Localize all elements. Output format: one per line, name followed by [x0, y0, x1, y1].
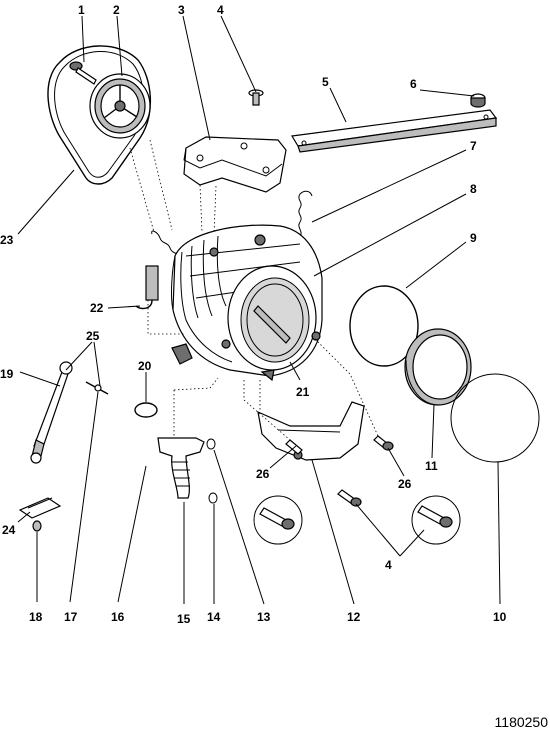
callout-14: 14	[207, 610, 221, 624]
diagram-reference-code: 1180250	[494, 714, 548, 730]
callout-18: 18	[29, 610, 43, 624]
rubber-bumper	[470, 93, 486, 108]
drive-belt	[47, 45, 151, 185]
callout-4-bottom: 4	[385, 558, 392, 572]
callout-1: 1	[78, 3, 85, 17]
callout-23: 23	[0, 233, 14, 247]
nut	[32, 520, 42, 532]
callout-2: 2	[113, 3, 120, 17]
callout-labels: 1 2 3 4 5 6 7 8 9 23 22 25 19 20 21 11 2…	[0, 3, 507, 626]
callout-16: 16	[111, 610, 125, 624]
callout-22: 22	[90, 301, 104, 315]
hose-clamp	[134, 402, 158, 418]
callout-11: 11	[425, 459, 438, 473]
leader-lines	[17, 15, 501, 605]
assembly-dotted-lines	[129, 139, 379, 441]
upper-bracket	[291, 109, 498, 153]
hose-clip	[171, 343, 193, 365]
tub-seal-band	[349, 285, 419, 367]
callout-13: 13	[257, 610, 271, 624]
callout-6: 6	[410, 77, 417, 91]
callout-9: 9	[470, 231, 477, 245]
door-bellows	[404, 328, 472, 406]
callout-4-top: 4	[217, 3, 224, 17]
screw-bottom	[337, 489, 362, 507]
bolt-26-left	[285, 439, 303, 455]
suspension-spring-left	[151, 230, 181, 259]
door-ring	[450, 373, 540, 463]
drain-pipe-connector	[135, 265, 159, 310]
absorber-bracket	[18, 497, 62, 519]
callout-25: 25	[86, 329, 100, 343]
o-ring-13	[206, 438, 216, 450]
pulley-bolt	[69, 61, 97, 85]
callout-8: 8	[470, 182, 477, 196]
suspension-spring-right	[298, 190, 313, 239]
callout-21: 21	[296, 385, 310, 399]
callout-20: 20	[138, 359, 152, 373]
shock-absorber	[30, 361, 73, 464]
screw-detail-left	[253, 495, 303, 545]
callout-7: 7	[470, 139, 477, 153]
callout-12: 12	[347, 610, 361, 624]
callout-26-left: 26	[256, 467, 270, 481]
callout-24: 24	[2, 523, 16, 537]
callout-10: 10	[493, 610, 507, 624]
bolt-26-right	[373, 435, 394, 451]
callout-26-right: 26	[398, 477, 412, 491]
callout-3: 3	[178, 3, 185, 17]
callout-15: 15	[177, 612, 191, 626]
drum-pulley	[89, 73, 151, 139]
absorber-pin	[85, 381, 109, 395]
callout-19: 19	[0, 367, 14, 381]
tub-assembly	[171, 224, 323, 382]
screw-detail-right	[411, 495, 461, 545]
counterweight	[183, 136, 287, 193]
callout-5: 5	[322, 75, 329, 89]
screw-top	[248, 89, 264, 106]
drain-hose	[157, 437, 205, 499]
tub-support-bracket	[257, 401, 365, 461]
callout-17: 17	[64, 610, 78, 624]
o-ring-14	[208, 492, 218, 504]
